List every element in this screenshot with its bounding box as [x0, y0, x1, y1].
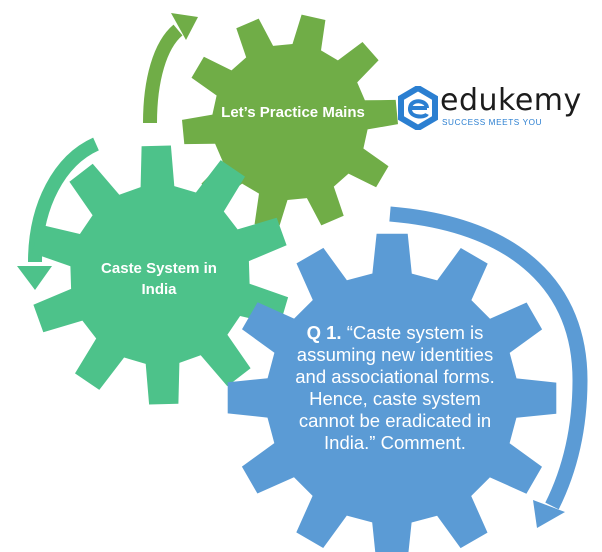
logo-tagline: SUCCESS MEETS YOU: [442, 118, 543, 127]
gear-practice-label: Let’s Practice Mains: [221, 104, 365, 121]
hexagon-e-logo-icon: [398, 86, 438, 130]
gear-question: [227, 233, 557, 552]
arrow-to-practice: [143, 24, 183, 124]
gear-caste-label: Caste System in India: [101, 260, 217, 298]
arrow-to-practice-head: [171, 13, 198, 40]
logo-wordmark: edukemy: [440, 83, 582, 118]
gear-caste: [31, 145, 289, 405]
arrow-to-caste-head: [17, 266, 52, 290]
question-body: “Caste system is assuming new identities…: [295, 322, 495, 453]
edukemy-logo: edukemy SUCCESS MEETS YOU: [398, 84, 583, 132]
question-text: Q 1. “Caste system is assuming new ident…: [284, 322, 506, 454]
question-number: Q 1.: [306, 322, 342, 343]
arrow-to-question-head: [533, 500, 565, 528]
arrow-to-question: [389, 206, 588, 510]
